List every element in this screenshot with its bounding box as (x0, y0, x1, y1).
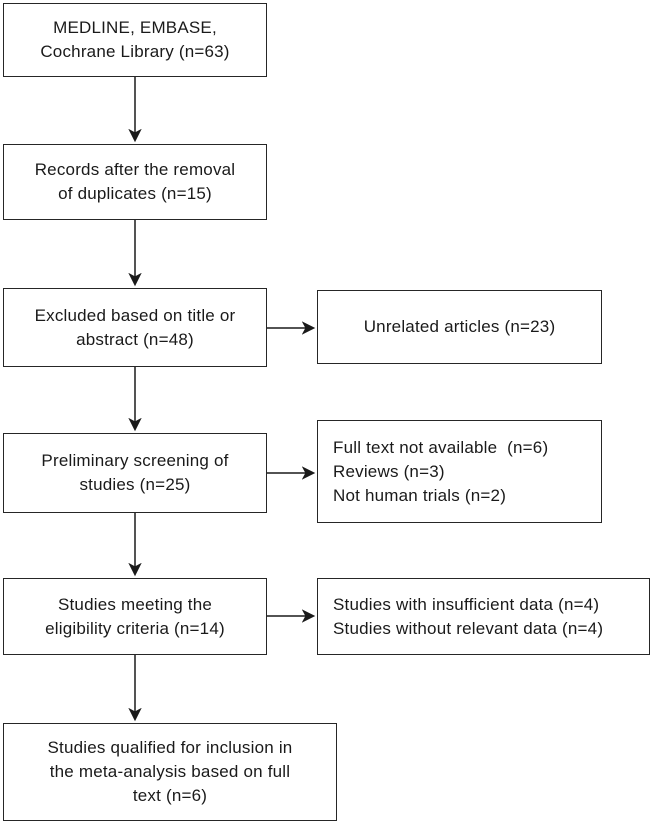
box-unrelated-articles: Unrelated articles (n=23) (317, 290, 602, 364)
box-data-exclusions: Studies with insufficient data (n=4) Stu… (317, 578, 650, 655)
box-search-sources: MEDLINE, EMBASE, Cochrane Library (n=63) (3, 3, 267, 77)
box-included-full-text: Studies qualified for inclusion in the m… (3, 723, 337, 821)
box-preliminary-screening: Preliminary screening of studies (n=25) (3, 433, 267, 513)
box-after-deduplication: Records after the removal of duplicates … (3, 144, 267, 220)
box-eligibility-criteria: Studies meeting the eligibility criteria… (3, 578, 267, 655)
box-screening-exclusions: Full text not available (n=6) Reviews (n… (317, 420, 602, 523)
box-excluded-title-abstract: Excluded based on title or abstract (n=4… (3, 288, 267, 367)
